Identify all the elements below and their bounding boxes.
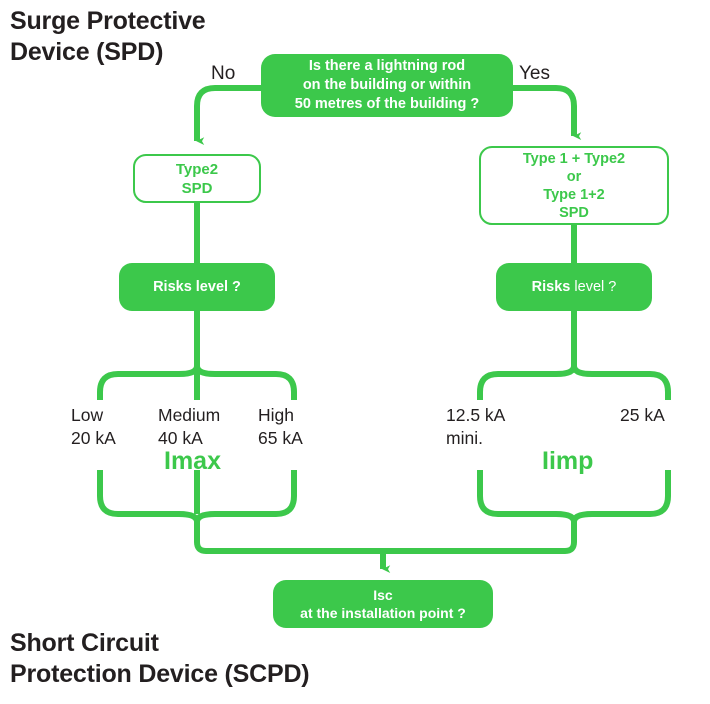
- symbol-imax: Imax: [164, 447, 221, 475]
- leaf-12-5ka-mini: 12.5 kA mini.: [446, 405, 506, 448]
- leaf-medium-40ka: Medium 40 kA: [158, 405, 221, 448]
- edge-label-yes: Yes: [519, 63, 550, 84]
- node-type2-spd[interactable]: Type2 SPD: [133, 154, 261, 203]
- merge-right: [477, 470, 671, 523]
- risks-label-light: level ?: [570, 279, 617, 295]
- leaf-low-20ka: Low 20 kA: [71, 405, 116, 448]
- page-title-scpd: Short Circuit Protection Device (SCPD): [10, 629, 310, 688]
- edge-yes: [513, 85, 582, 141]
- edge-label-no: No: [211, 63, 236, 84]
- leaf-high-65ka: High 65 kA: [258, 405, 303, 448]
- decision-risks-level-left[interactable]: Risks level ?: [119, 263, 275, 311]
- decision-risks-level-right[interactable]: Risks level ?: [496, 263, 652, 311]
- decision-lightning-rod[interactable]: Is there a lightning rod on the building…: [261, 54, 513, 117]
- brace-right-spread: [477, 365, 671, 400]
- merge-final: [194, 522, 577, 554]
- leaf-25ka: 25 kA: [620, 405, 665, 425]
- edge-no: [194, 85, 261, 146]
- brace-left-spread: [97, 365, 297, 400]
- merge-left: [97, 470, 297, 523]
- symbol-iimp: Iimp: [542, 447, 594, 475]
- node-type1-type2-spd[interactable]: Type 1 + Type2 or Type 1+2 SPD: [479, 146, 669, 225]
- risks-label-strong: Risks: [531, 279, 571, 295]
- page-title-spd: Surge Protective Device (SPD): [10, 7, 206, 66]
- decision-isc-installation-point[interactable]: Isc at the installation point ?: [273, 580, 493, 628]
